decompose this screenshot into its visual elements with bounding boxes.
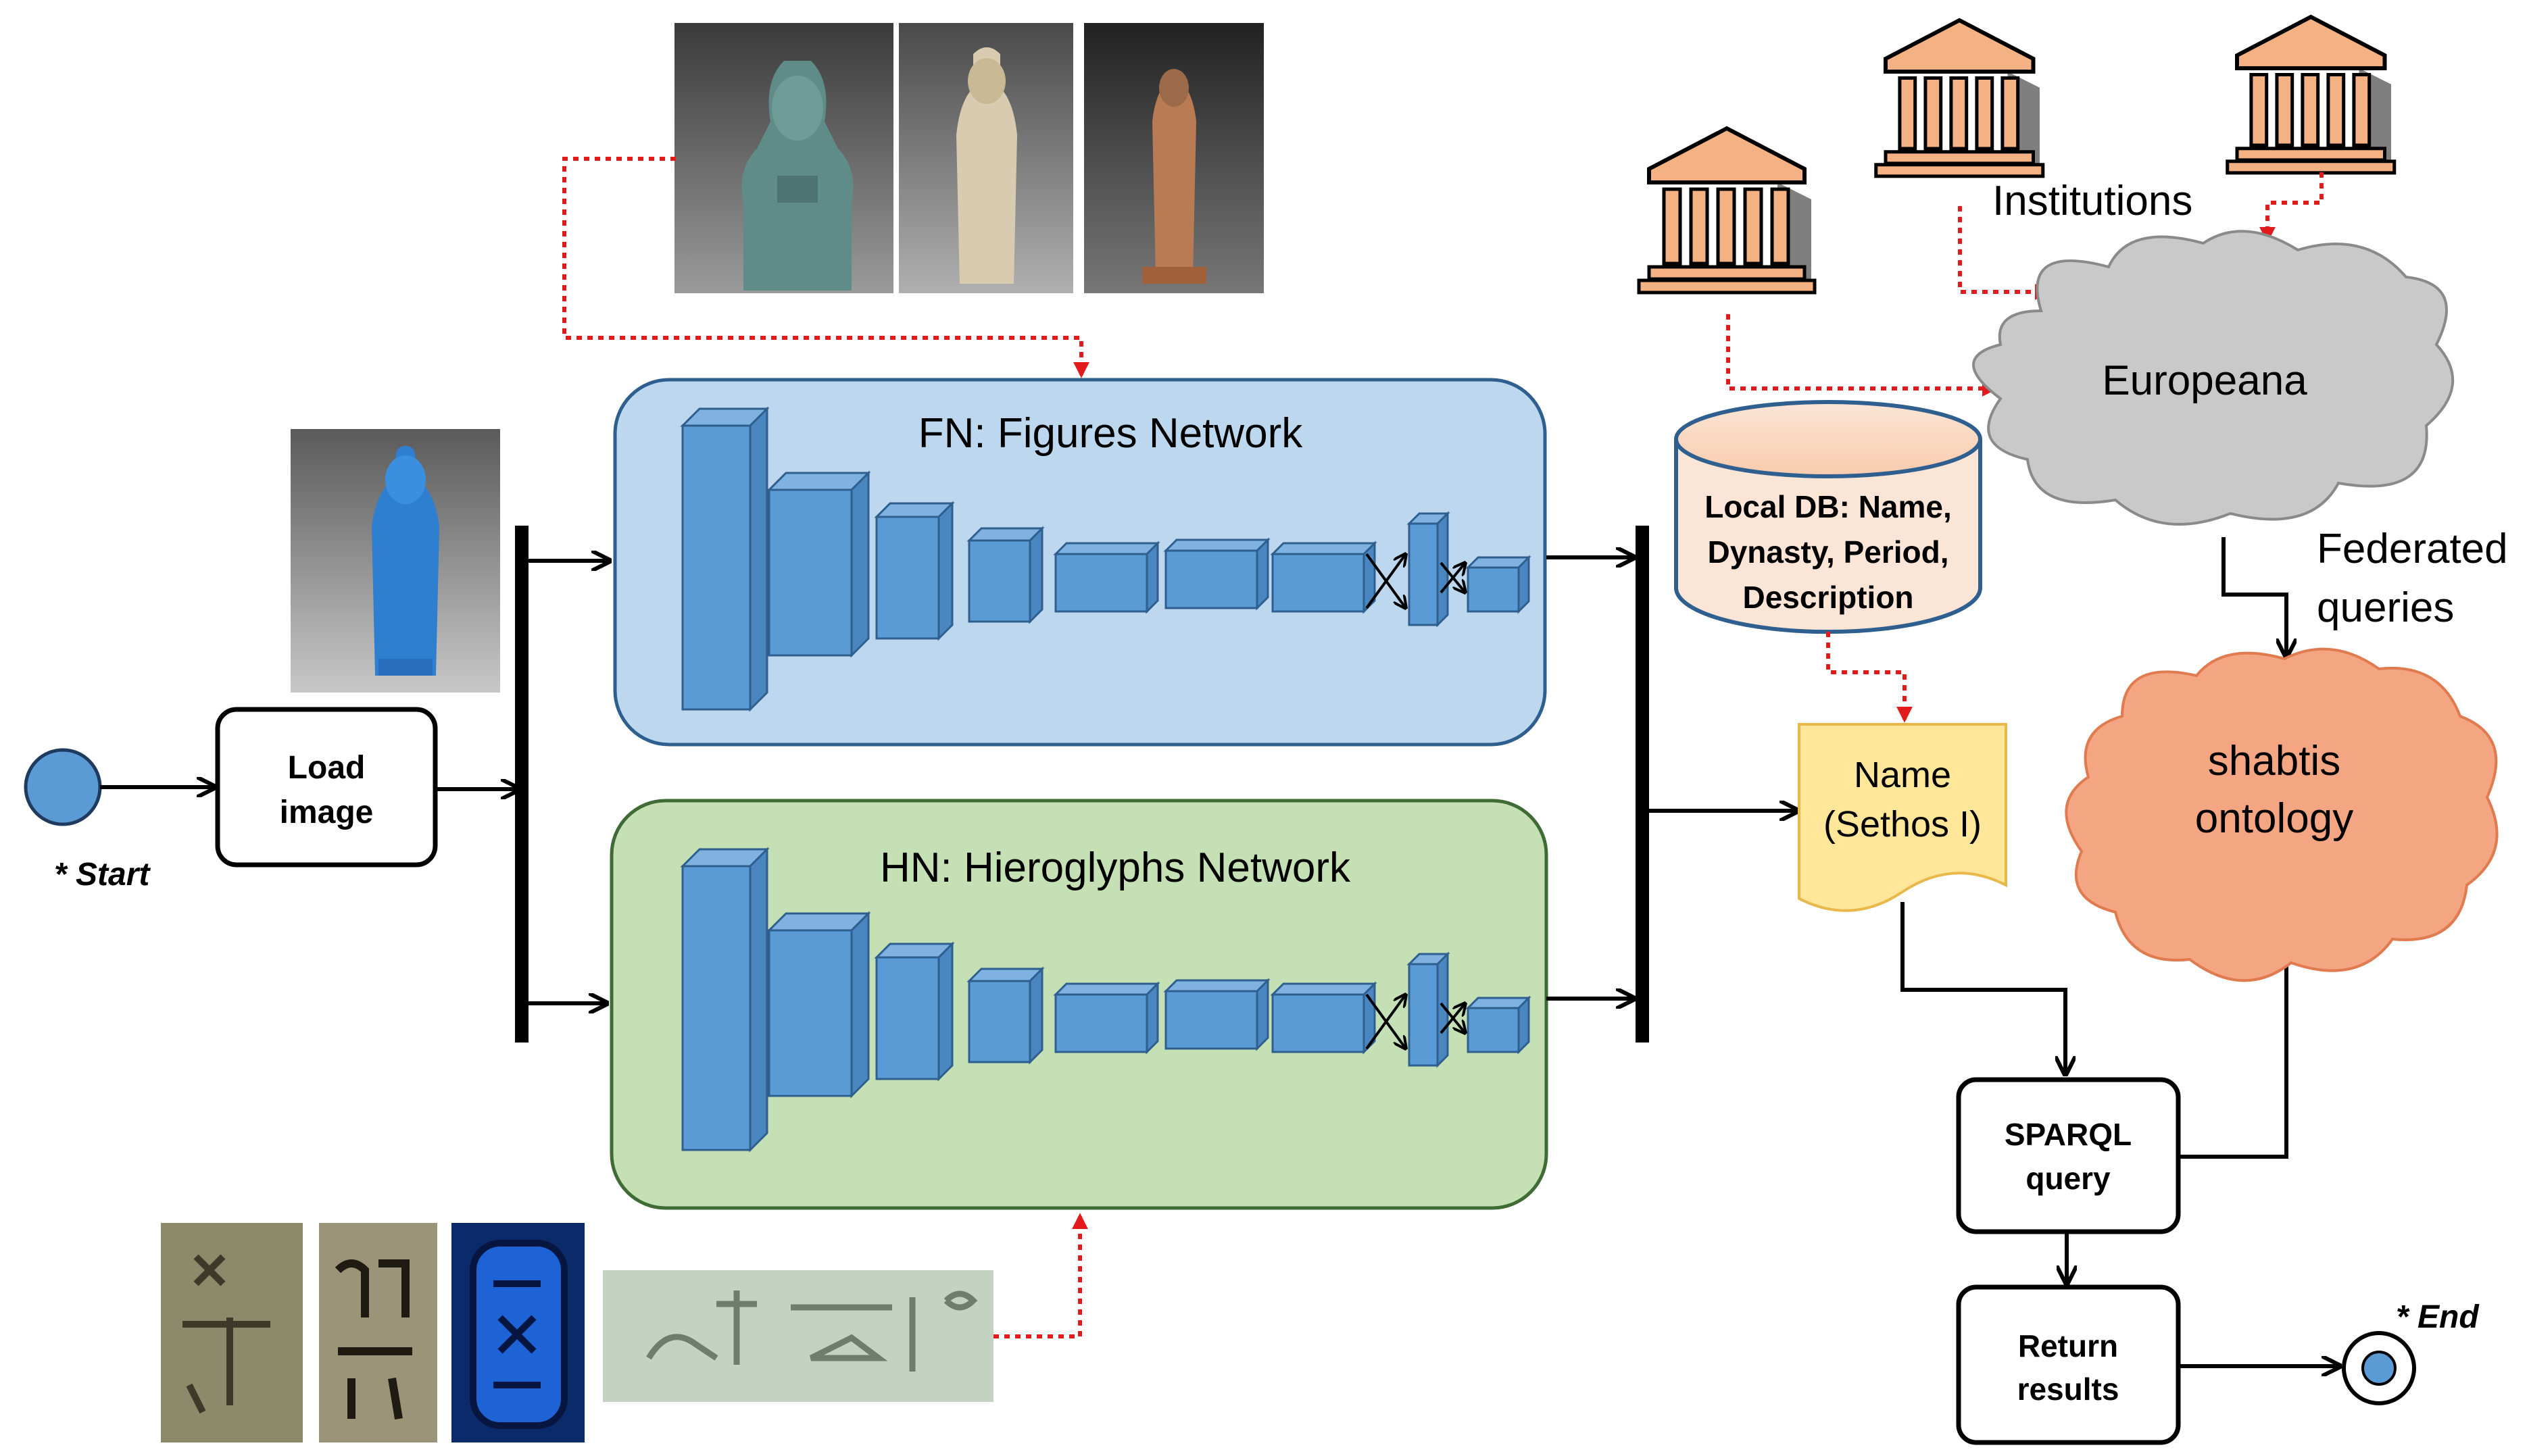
cnn-layer-4 [966, 966, 1045, 1065]
shabti-photo-1 [674, 23, 893, 293]
return-line1: Return [2018, 1328, 2118, 1363]
europeana-label: Europeana [2102, 357, 2307, 404]
cnn-layer-9 [1465, 555, 1531, 614]
return-line2: results [2017, 1372, 2119, 1407]
cnn-layer-2 [766, 470, 871, 658]
load-image-line2: image [280, 795, 374, 830]
institution-building-icon-2 [1874, 18, 2045, 178]
local-db-line1: Local DB: Name, [1704, 489, 1952, 524]
europeana-cloud: Europeana [1972, 230, 2455, 526]
hieroglyph-photo-4 [603, 1270, 993, 1402]
shabtis-line2: ontology [2195, 795, 2353, 842]
cnn-layer-3 [874, 941, 955, 1082]
cnn-layer-7 [1270, 541, 1377, 614]
fork-bar [515, 526, 529, 1043]
local-db: Local DB: Name, Dynasty, Period, Descrip… [1674, 400, 1982, 634]
name-doc-line1: Name [1854, 755, 1951, 795]
cnn-layer-5 [1053, 981, 1160, 1055]
cnn-layer-4 [966, 526, 1045, 624]
shabtis-ontology-cloud: shabtis ontology [2065, 647, 2499, 982]
start-label: * Start [54, 857, 151, 893]
hieroglyph-photo-2 [319, 1223, 437, 1442]
connection-arrow [1440, 1003, 1465, 1034]
input-shabti-photo [291, 429, 500, 693]
start-node [24, 748, 102, 826]
sparql-line1: SPARQL [2005, 1117, 2132, 1152]
cnn-layer-5 [1053, 541, 1160, 614]
end-label: * End [2396, 1299, 2480, 1335]
shabtis-line1: shabtis [2208, 738, 2340, 784]
cnn-layer-6 [1163, 537, 1271, 611]
cnn-layer-2 [766, 911, 871, 1099]
cnn-layer-9 [1465, 995, 1531, 1055]
institution-building-icon-3 [2226, 14, 2397, 175]
institutions-icons [1637, 14, 2397, 295]
cnn-layer-8 [1406, 951, 1450, 1068]
cnn-layer-1 [680, 847, 770, 1153]
name-doc-line2: (Sethos I) [1823, 804, 1982, 845]
name-document: Name (Sethos I) [1798, 723, 2007, 912]
connection-arrow [1365, 554, 1406, 609]
shabti-photo-2 [899, 23, 1073, 293]
sparql-query-step [1956, 1077, 2181, 1234]
federated-line1: Federated [2317, 526, 2508, 572]
cnn-layer-8 [1406, 511, 1450, 628]
hn-layers [680, 847, 1531, 1153]
hn-network-title: HN: Hieroglyphs Network [880, 845, 1351, 891]
sparql-line2: query [2025, 1161, 2111, 1196]
shabti-photo-3 [1084, 23, 1264, 293]
load-image-step [215, 707, 438, 868]
fn-layers [680, 406, 1531, 712]
fn-network-title: FN: Figures Network [918, 410, 1303, 457]
connection-arrow [1440, 563, 1465, 594]
institution-building-icon-1 [1637, 126, 1817, 295]
local-db-line3: Description [1742, 580, 1913, 615]
hieroglyph-photo-3 [451, 1223, 585, 1442]
connection-arrow [1365, 995, 1406, 1050]
cnn-layer-6 [1163, 978, 1271, 1051]
federated-line2: queries [2317, 584, 2454, 631]
load-image-line1: Load [288, 750, 366, 786]
local-db-line2: Dynasty, Period, [1707, 534, 1948, 570]
join-bar [1636, 526, 1649, 1043]
cnn-layer-7 [1270, 981, 1377, 1055]
hieroglyph-photo-1 [161, 1223, 303, 1442]
cnn-layer-3 [874, 501, 955, 641]
institutions-label: Institutions [1992, 178, 2192, 224]
cnn-layer-1 [680, 406, 770, 712]
return-results-step [1956, 1284, 2181, 1445]
